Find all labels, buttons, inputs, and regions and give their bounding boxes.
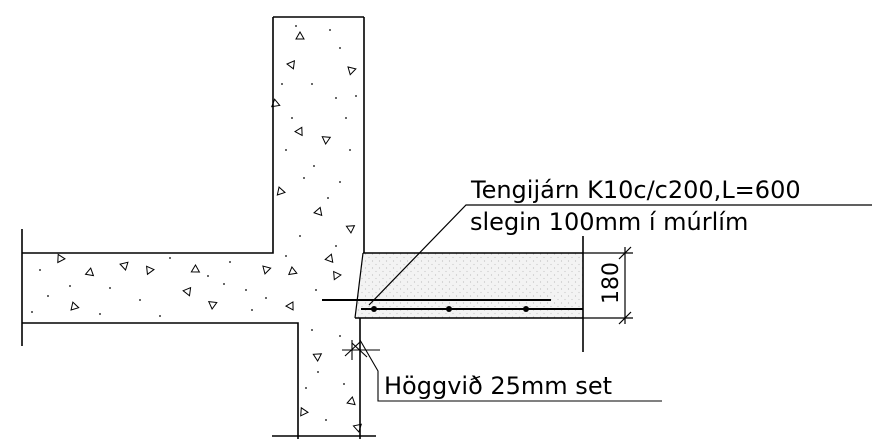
concrete-aggregate [31, 25, 363, 433]
aggregate-dot [349, 149, 351, 151]
aggregate-dot [223, 283, 225, 285]
aggregate-stone [347, 66, 357, 76]
aggregate-dot [345, 117, 347, 119]
rebar-leader [368, 204, 872, 306]
aggregate-dot [305, 387, 307, 389]
aggregate-dot [99, 313, 101, 315]
aggregate-dot [299, 235, 301, 237]
aggregate-dot [159, 315, 161, 317]
rebar-note-line2: slegin 100mm í múrlím [470, 208, 748, 236]
aggregate-stone [294, 126, 303, 137]
aggregate-dot [343, 383, 345, 385]
aggregate-stone [70, 301, 80, 311]
aggregate-stone [324, 253, 334, 263]
aggregate-dot [339, 47, 341, 49]
aggregate-stone [57, 253, 66, 264]
aggregate-stone [146, 265, 155, 276]
aggregate-dot [311, 83, 313, 85]
aggregate-stone [312, 353, 323, 362]
aggregate-dot [251, 309, 253, 311]
aggregate-dot [139, 299, 141, 301]
joint-note: Höggvið 25mm set [384, 372, 612, 400]
aggregate-dot [339, 181, 341, 183]
aggregate-dot [329, 29, 331, 31]
aggregate-dot [39, 269, 41, 271]
aggregate-stone [270, 98, 281, 108]
aggregate-dot [335, 245, 337, 247]
aggregate-stone [333, 270, 342, 281]
aggregate-dot [229, 261, 231, 263]
aggregate-dot [245, 289, 247, 291]
aggregate-stone [190, 264, 201, 273]
aggregate-stone [262, 265, 272, 275]
aggregate-dot [47, 295, 49, 297]
rebar-note-line1: Tengijárn K10c/c200,L=600 [470, 176, 801, 204]
aggregate-dot [317, 371, 319, 373]
aggregate-dot [335, 97, 337, 99]
aggregate-stone [84, 267, 95, 277]
aggregate-dot [69, 285, 71, 287]
aggregate-stone [182, 286, 192, 297]
dimension-label: 180 [599, 262, 624, 304]
aggregate-dot [291, 117, 293, 119]
new-slab [354, 236, 584, 352]
aggregate-stone [286, 60, 296, 70]
aggregate-stone [295, 30, 305, 40]
aggregate-stone [276, 186, 286, 196]
aggregate-stone [321, 136, 332, 145]
aggregate-stone [284, 301, 294, 311]
dimension-180 [583, 246, 633, 325]
aggregate-dot [31, 311, 33, 313]
aggregate-dot [355, 95, 357, 97]
aggregate-dot [325, 419, 327, 421]
aggregate-dot [313, 165, 315, 167]
aggregate-dot [303, 177, 305, 179]
aggregate-stone [119, 261, 129, 271]
aggregate-stone [352, 423, 363, 433]
aggregate-dot [295, 25, 297, 27]
aggregate-stone [345, 225, 356, 234]
aggregate-dot [311, 329, 313, 331]
dowel-rebar [322, 299, 583, 312]
existing-concrete [21, 16, 376, 439]
aggregate-dot [169, 257, 171, 259]
aggregate-dot [285, 255, 287, 257]
aggregate-stone [346, 396, 356, 406]
aggregate-dot [109, 287, 111, 289]
aggregate-stone [313, 206, 323, 217]
aggregate-dot [207, 275, 209, 277]
aggregate-stone [207, 301, 218, 310]
aggregate-dot [285, 149, 287, 151]
aggregate-dot [281, 83, 283, 85]
aggregate-dot [339, 335, 341, 337]
aggregate-stone [300, 406, 309, 417]
aggregate-stone [288, 266, 298, 276]
joint-leader [342, 339, 662, 402]
aggregate-dot [265, 297, 267, 299]
aggregate-dot [315, 289, 317, 291]
aggregate-dot [327, 197, 329, 199]
